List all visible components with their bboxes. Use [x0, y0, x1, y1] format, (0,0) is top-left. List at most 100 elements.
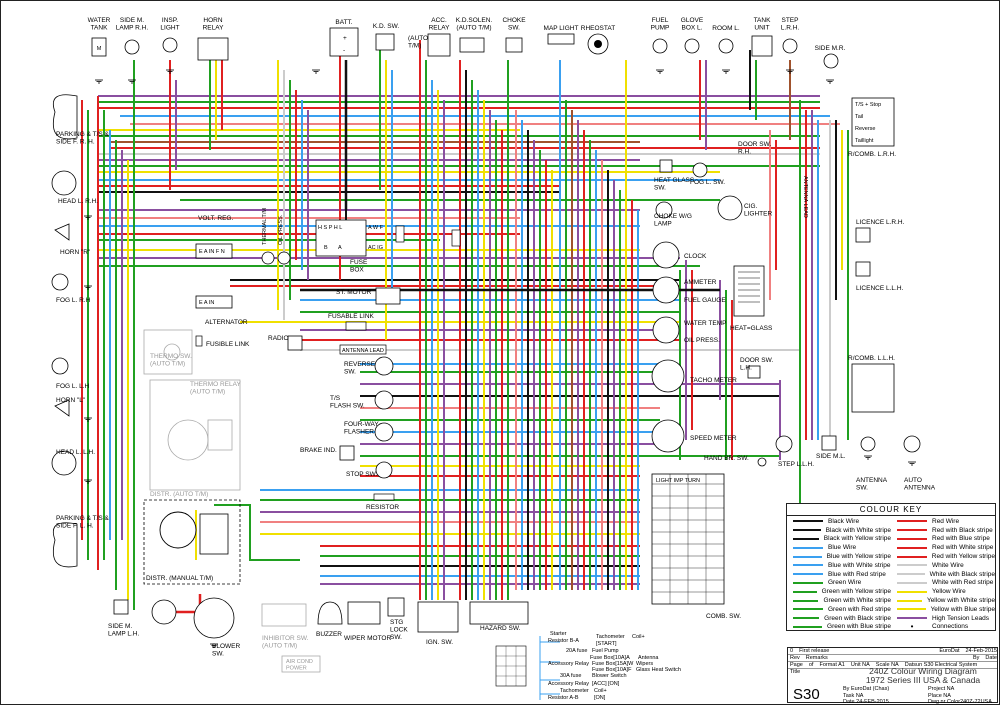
colour-key-label: White Wire	[932, 561, 964, 569]
colour-key-row: Green with Yellow stripe	[787, 587, 891, 596]
blower-switch-icon	[193, 597, 235, 639]
four-way-flasher-icon	[374, 422, 394, 442]
ignition-coil-icon	[199, 513, 229, 555]
wire-swatch	[897, 590, 927, 593]
ign-antenna: Antenna	[638, 655, 659, 661]
ign-starter: Starter	[550, 631, 567, 637]
side-m-lamp-lh-label: SIDE M.LAMP L.H.	[108, 623, 140, 637]
comb-sw-columns: LIGHT IMP TURN	[656, 478, 700, 484]
antenna-sw-icon	[860, 436, 876, 452]
lamp-tail-label: Tail	[855, 114, 863, 120]
fog-lamp-rh-icon	[51, 273, 69, 291]
colour-key-label: Black with Yellow stripe	[823, 535, 891, 543]
air-cond-power-icon	[281, 655, 321, 673]
ign-fuse-30a: 30A fuse	[560, 673, 581, 679]
colour-key-row: Red with Black stripe	[891, 526, 995, 535]
thermal-tm-label: THERMAL T/M	[262, 208, 268, 245]
radio-label: RADIO	[268, 335, 289, 342]
choke-sw-icon	[505, 37, 523, 53]
lamp-reverse-label: Reverse	[855, 126, 875, 132]
horn-l-icon	[54, 399, 70, 417]
colour-key-row: Yellow with Blue stripe	[891, 605, 995, 614]
rheostat-label: RHEOSTAT	[581, 25, 615, 32]
colour-key-label: Yellow with White stripe	[926, 597, 995, 605]
thermo-sw-icon	[163, 343, 181, 361]
horn-l-label: HORN "L"	[56, 397, 86, 404]
water-tank-icon	[91, 37, 107, 57]
heat-glass-icon	[733, 265, 765, 317]
ign-coil: Coil+	[632, 634, 645, 640]
colour-key-row: Green with White stripe	[787, 596, 891, 605]
wire-swatch-striped	[793, 625, 823, 628]
colour-key-label: Green with Yellow stripe	[821, 588, 891, 596]
volt-reg-label: VOLT. REG.	[198, 215, 233, 222]
brake-ind-icon	[339, 445, 355, 461]
wire-swatch-striped	[897, 599, 922, 602]
ign-acc: [ACC]	[592, 681, 607, 687]
cig-lighter-label: CIG.LIGHTER	[744, 203, 772, 217]
ign-legend: Starter Resistor B-A Tachometer Coil+ [S…	[495, 631, 681, 701]
ign-on: [ON]	[608, 681, 620, 687]
antenna-lead-label: ANTENNA LEAD	[342, 348, 384, 354]
colour-key-row: High Tension Leads	[891, 614, 995, 623]
clock-icon	[652, 241, 680, 269]
ign-glass-heat: Glass Heat Switch	[636, 667, 681, 673]
side-marker-rh-icon	[124, 39, 140, 55]
wire-swatch-striped	[793, 599, 819, 602]
map-light-icon	[547, 33, 575, 45]
door-sw-lh-icon	[747, 365, 761, 379]
fuse-letters-left: H S P H L	[318, 225, 342, 231]
wire-swatch-striped	[793, 529, 821, 532]
svg-text:E A IN: E A IN	[199, 300, 214, 306]
side-mr-label: SIDE M.R.	[815, 45, 846, 52]
ign-fuel-pump: Fuel Pump	[592, 648, 619, 654]
wire-swatch-striped	[897, 555, 927, 558]
choke-wg-lamp-icon	[655, 201, 673, 219]
colour-key-row: White with Red stripe	[891, 579, 995, 588]
tb-by0: EuroDat	[939, 648, 960, 654]
fog-lamp-lh-icon	[51, 357, 69, 375]
water-temp-label: WATER TEMP	[684, 320, 727, 327]
room-l-label: ROOM L.	[712, 25, 740, 32]
fog-l-sw-label: FOG L. SW.	[690, 179, 725, 186]
wire-swatch	[897, 520, 927, 523]
resistor-icon	[373, 493, 395, 501]
ammeter-label: AMMETER	[684, 279, 717, 286]
parking-lamp-rh-icon	[52, 94, 78, 140]
colour-key-row: Blue with Red stripe	[787, 570, 891, 579]
right-components: T/S + Stop Tail Reverse Taillight R/COMB…	[802, 97, 936, 491]
distr-manual-label: DISTR. (MANUAL T/M)	[146, 575, 213, 582]
licence-lamp-lh-icon	[855, 261, 871, 277]
wire-swatch-striped	[793, 573, 823, 576]
step-lamp-lh-icon	[775, 435, 793, 453]
fuse-letters-right: A W F	[368, 225, 384, 231]
hazard-sw-table-icon	[469, 601, 529, 625]
colour-key-row: Red with Blue stripe	[891, 535, 995, 544]
ign-fusebox-15a: Fuse Box[15A]W	[592, 661, 634, 667]
side-marker-r-icon	[823, 53, 839, 69]
ign-fusebox-10a: Fuse Box[10A]A	[590, 655, 630, 661]
fuse-box-icon	[315, 219, 367, 257]
alternator-icon	[195, 295, 233, 309]
ammeter-fuel-gauge-icon	[652, 276, 680, 304]
horn-r-icon	[54, 223, 70, 241]
licence-llh-label: LICENCE L.L.H.	[856, 285, 904, 292]
wire-swatch-striped	[897, 537, 927, 540]
antenna-lead-icon	[339, 344, 387, 355]
colour-key-label: Blue with Yellow stripe	[826, 553, 891, 561]
colour-key-row: Yellow with White stripe	[891, 596, 995, 605]
st-motor-label: ST. MOTOR	[336, 289, 372, 296]
colour-key-row: White Wire	[891, 561, 995, 570]
colour-key-row: White with Black stripe	[891, 570, 995, 579]
tb-project: Project NA	[928, 686, 955, 692]
heat-glass-label: HEAT=GLASS	[730, 325, 773, 332]
speed-meter-icon	[651, 419, 685, 453]
tb-date-line: Date 24-FEB-2015	[843, 699, 889, 705]
